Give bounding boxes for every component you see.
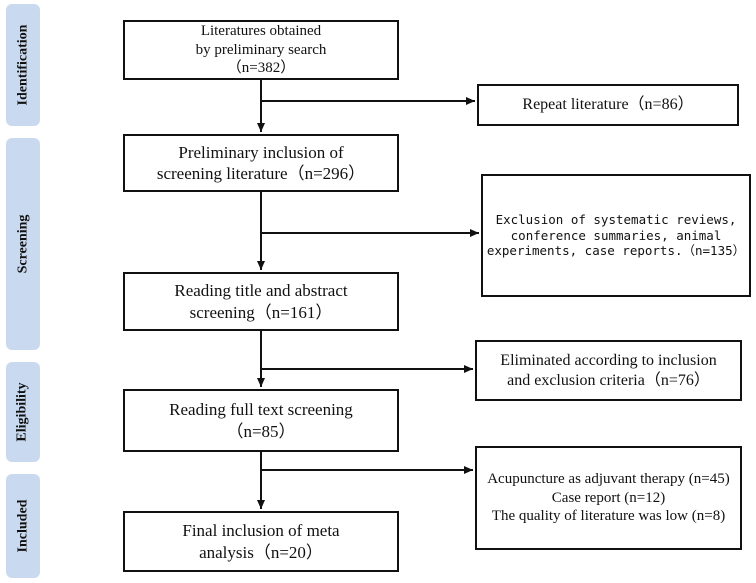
box-preliminary-search-line-2: by preliminary search — [195, 41, 327, 58]
box-adjuvant-exclusion-line-1: Acupuncture as adjuvant therapy (n=45) — [487, 470, 730, 487]
phase-screening: Screening — [6, 138, 40, 350]
box-title-abstract-line-1: Reading title and abstract — [174, 281, 348, 301]
box-title-abstract-line-2: screening（n=161） — [189, 302, 333, 322]
box-repeat-literature-line-1: Repeat literature（n=86） — [522, 96, 694, 113]
box-adjuvant-exclusion-line-2: Case report (n=12) — [551, 489, 666, 506]
box-preliminary-inclusion-line-2: screening literature（n=296） — [156, 164, 366, 183]
box-full-text-line-1: Reading full text screening — [169, 400, 353, 420]
box-final-inclusion-line-2: analysis（n=20） — [199, 542, 323, 562]
box-systematic-exclusion-line-2: conference summaries, animal — [510, 227, 722, 243]
box-title-abstract: Reading title and abstract screening（n=1… — [123, 272, 399, 331]
box-preliminary-search: Literatures obtained by preliminary sear… — [123, 20, 399, 80]
box-final-inclusion-line-1: Final inclusion of meta — [182, 521, 340, 541]
box-preliminary-search-line-3: （n=382） — [226, 60, 296, 77]
phase-eligibility: Eligibility — [6, 362, 40, 462]
phase-identification: Identification — [6, 4, 40, 126]
box-criteria-exclusion: Eliminated according to inclusion and ex… — [475, 340, 742, 401]
box-adjuvant-exclusion: Acupuncture as adjuvant therapy (n=45) C… — [475, 446, 742, 550]
box-preliminary-search-line-1: Literatures obtained — [200, 22, 322, 39]
box-systematic-exclusion-line-3: experiments, case reports.（n=135） — [486, 243, 746, 259]
box-criteria-exclusion-line-2: and exclusion criteria（n=76） — [507, 371, 710, 389]
box-full-text: Reading full text screening （n=85） — [123, 389, 399, 452]
box-full-text-line-2: （n=85） — [226, 421, 296, 441]
box-criteria-exclusion-line-1: Eliminated according to inclusion — [500, 351, 717, 369]
box-systematic-exclusion: Exclusion of systematic reviews, confere… — [481, 174, 751, 297]
box-systematic-exclusion-line-1: Exclusion of systematic reviews, — [495, 212, 737, 228]
box-repeat-literature: Repeat literature（n=86） — [477, 84, 739, 126]
box-adjuvant-exclusion-line-3: The quality of literature was low (n=8) — [491, 508, 726, 525]
phase-included: Included — [6, 474, 40, 578]
box-preliminary-inclusion-line-1: Preliminary inclusion of — [178, 142, 344, 162]
box-final-inclusion: Final inclusion of meta analysis（n=20） — [123, 511, 399, 572]
box-preliminary-inclusion: Preliminary inclusion of screening liter… — [123, 134, 399, 192]
